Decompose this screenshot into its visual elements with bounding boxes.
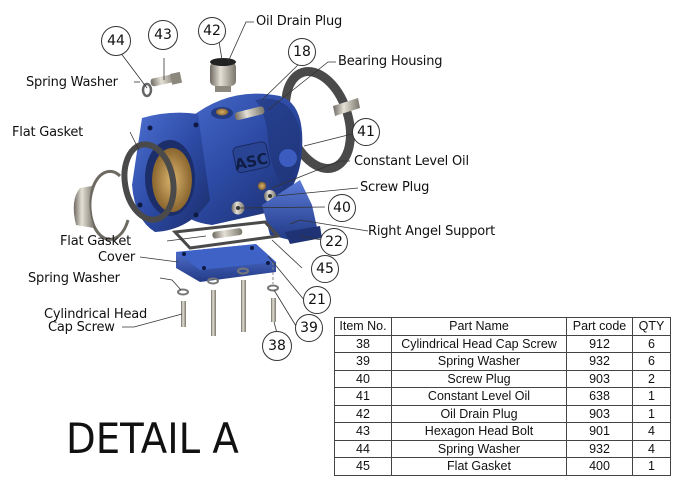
cell-qty: 1 [632,457,671,476]
cell-qty: 6 [632,352,671,371]
callout-bearing-housing: Bearing Housing [338,54,443,69]
callout-cylindrical-head-line2: Cap Screw [48,320,115,335]
oil-drain-plug [210,58,236,92]
balloon-45: 45 [311,255,339,283]
cell-part-name: Spring Washer [391,352,567,371]
cell-part-code: 932 [566,439,633,458]
cell-item-no: 40 [334,369,392,388]
cell-part-code: 638 [566,387,633,406]
cell-part-code: 912 [566,334,633,353]
balloon-39: 39 [295,314,323,342]
detail-title: DETAIL A [66,414,239,463]
cell-qty: 4 [632,422,671,441]
cell-part-code: 903 [566,369,633,388]
front-flat-gasket [121,141,177,223]
cell-part-name: Oil Drain Plug [391,404,567,423]
right-angle-support [262,180,318,240]
table-header-row: Item No. Part Name Part code QTY [334,317,671,336]
balloon-18: 18 [288,38,316,66]
cell-item-no: 39 [334,352,392,371]
balloon-43: 43 [148,20,178,50]
callout-flat-gasket-bottom: Flat Gasket [60,234,132,249]
cell-part-code: 901 [566,422,633,441]
shaft [333,98,360,116]
cover-plate [176,244,276,282]
cell-item-no: 43 [334,422,392,441]
header-part-code: Part code [566,317,633,336]
balloon-44: 44 [101,26,131,56]
cell-part-name: Constant Level Oil [391,387,567,406]
callout-right-angel-support: Right Angel Support [368,224,496,239]
cell-item-no: 41 [334,387,392,406]
cell-qty: 4 [632,439,671,458]
callout-oil-drain-plug: Oil Drain Plug [256,14,343,29]
top-spring-washer [141,82,153,98]
balloon-42: 42 [198,17,226,45]
callout-cylindrical-head-line1: Cylindrical Head [44,307,148,322]
header-part-name: Part Name [391,317,567,336]
cell-qty: 6 [632,334,671,353]
header-item-no: Item No. [334,317,392,336]
cell-part-name: Flat Gasket [391,457,567,476]
hexagon-head-bolt [150,71,183,87]
cell-part-name: Cylindrical Head Cap Screw [391,334,567,353]
retaining-ring [88,169,130,241]
cell-part-code: 903 [566,404,633,423]
balloon-21: 21 [303,286,331,314]
cell-qty: 2 [632,369,671,388]
callout-constant-level-oil: Constant Level Oil [354,154,469,169]
callout-spring-washer-bottom: Spring Washer [28,271,120,286]
cell-part-name: Spring Washer [391,439,567,458]
balloon-22: 22 [320,228,348,256]
cell-item-no: 44 [334,439,392,458]
cell-qty: 1 [632,404,671,423]
cell-part-name: Screw Plug [391,369,567,388]
callout-flat-gasket-top: Flat Gasket [12,125,84,140]
bottom-flat-gasket [171,220,282,250]
callout-spring-washer-top: Spring Washer [26,75,118,90]
cell-part-code: 932 [566,352,633,371]
cell-part-code: 400 [566,457,633,476]
header-qty: QTY [632,317,671,336]
cell-item-no: 42 [334,404,392,423]
cell-item-no: 45 [334,457,392,476]
balloon-38: 38 [262,331,292,361]
balloon-41: 41 [352,118,380,146]
cell-part-name: Hexagon Head Bolt [391,422,567,441]
balloon-40: 40 [328,194,356,222]
seal-ring [73,186,94,228]
cell-item-no: 38 [334,334,392,353]
cell-qty: 1 [632,387,671,406]
callout-screw-plug: Screw Plug [360,180,430,195]
cap-screws [177,262,279,336]
callout-cover: Cover [98,250,136,265]
leader-lines [119,21,369,338]
